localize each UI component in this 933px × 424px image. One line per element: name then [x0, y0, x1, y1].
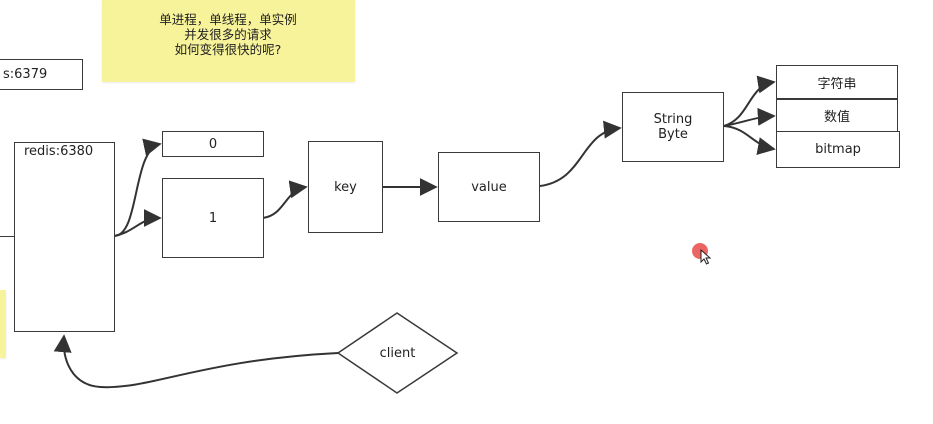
arrow-stringbyte-to-number — [723, 107, 776, 127]
client-node: client — [338, 313, 457, 393]
redis-6379-label: s:6379 — [3, 67, 48, 82]
db1-box: 1 — [162, 178, 264, 258]
redis-6380-box: redis:6380 — [14, 142, 115, 332]
redis-6380-label: redis:6380 — [24, 144, 94, 159]
arrow-stringbyte-to-string — [723, 75, 776, 127]
sticky-note-edge — [0, 290, 6, 358]
db1-label: 1 — [208, 210, 218, 226]
type-string-label: 字符串 — [817, 76, 857, 92]
arrow-client-to-6380 — [53, 334, 339, 389]
type-bitmap-box: bitmap — [776, 131, 900, 168]
cursor-arrow-icon — [700, 249, 712, 265]
sticky-note-line-2: 并发很多的请求 — [184, 27, 272, 42]
redis-6379-box: s:6379 — [0, 59, 83, 90]
sticky-note — [102, 0, 355, 82]
value-box: value — [438, 152, 540, 222]
string-byte-label-2: Byte — [658, 127, 688, 142]
client-diamond — [336, 312, 459, 394]
type-bitmap-label: bitmap — [815, 142, 861, 157]
db0-label: 0 — [208, 136, 218, 152]
string-byte-label-1: String — [653, 112, 693, 127]
edge-line — [0, 236, 14, 237]
key-box: key — [308, 141, 383, 233]
client-label: client — [379, 345, 416, 361]
arrow-value-to-stringbyte — [539, 120, 622, 187]
arrow-db1-to-key — [262, 180, 308, 219]
arrow-6380-to-db1 — [113, 209, 162, 237]
type-number-box: 数值 — [776, 99, 898, 132]
key-label: key — [334, 179, 357, 195]
value-label: value — [471, 179, 507, 195]
string-byte-box: String Byte — [622, 92, 724, 162]
arrow-stringbyte-to-bitmap — [723, 125, 776, 155]
db0-box: 0 — [162, 131, 264, 157]
sticky-note-line-1: 单进程，单线程，单实例 — [159, 12, 297, 27]
type-string-box: 字符串 — [776, 65, 898, 99]
sticky-note-line-3: 如何变得很快的呢? — [174, 42, 282, 57]
sticky-note-text: 单进程，单线程，单实例 并发很多的请求 如何变得很快的呢? — [102, 12, 354, 57]
type-number-label: 数值 — [823, 110, 850, 125]
arrow-6380-to-db0 — [113, 138, 162, 237]
